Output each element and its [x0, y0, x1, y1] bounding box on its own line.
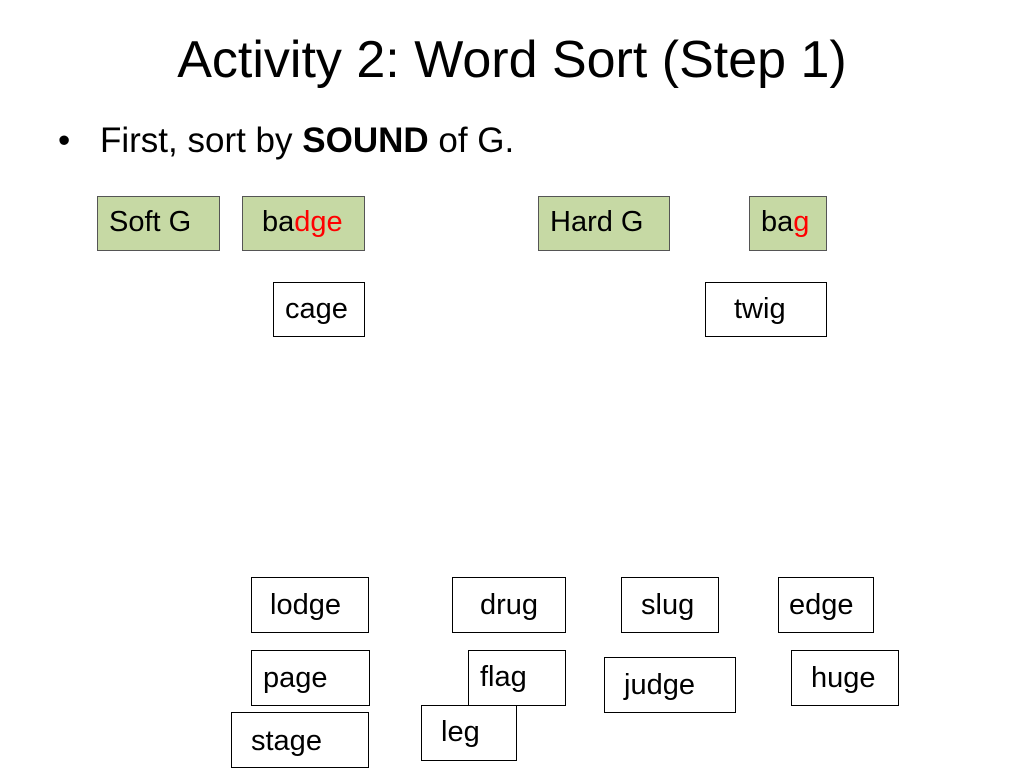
instruction-bullet: • First, sort by SOUND of G.: [58, 118, 514, 164]
soft-g-example-stem: ba: [262, 206, 295, 238]
instruction-text-end: of G.: [428, 121, 515, 160]
word-card-hard-sorted[interactable]: twig: [705, 282, 827, 337]
soft-g-example-card[interactable]: badge: [242, 196, 365, 251]
hard-g-example-card[interactable]: bag: [749, 196, 827, 251]
word-card[interactable]: slug: [621, 577, 719, 633]
word-card[interactable]: flag: [468, 650, 566, 706]
bullet-marker: •: [58, 121, 71, 160]
hard-g-header-card: Hard G: [538, 196, 670, 251]
instruction-text-start: First, sort by: [100, 121, 303, 160]
instruction-bold-word: SOUND: [302, 121, 429, 160]
soft-g-header-card: Soft G: [97, 196, 220, 251]
word-card[interactable]: drug: [452, 577, 566, 633]
word-card[interactable]: lodge: [251, 577, 369, 633]
word-card[interactable]: huge: [791, 650, 899, 706]
word-card[interactable]: edge: [778, 577, 874, 633]
hard-g-example-ending: g: [793, 206, 810, 238]
hard-g-label: Hard G: [550, 206, 644, 238]
slide-title: Activity 2: Word Sort (Step 1): [177, 31, 847, 89]
hard-g-example-stem: ba: [761, 206, 794, 238]
word-card[interactable]: judge: [604, 657, 736, 713]
word-card-soft-sorted[interactable]: cage: [273, 282, 365, 337]
word-card[interactable]: leg: [421, 705, 517, 761]
soft-g-example-ending: dge: [294, 206, 343, 238]
word-card[interactable]: stage: [231, 712, 369, 768]
word-card[interactable]: page: [251, 650, 370, 706]
soft-g-label: Soft G: [109, 206, 192, 238]
